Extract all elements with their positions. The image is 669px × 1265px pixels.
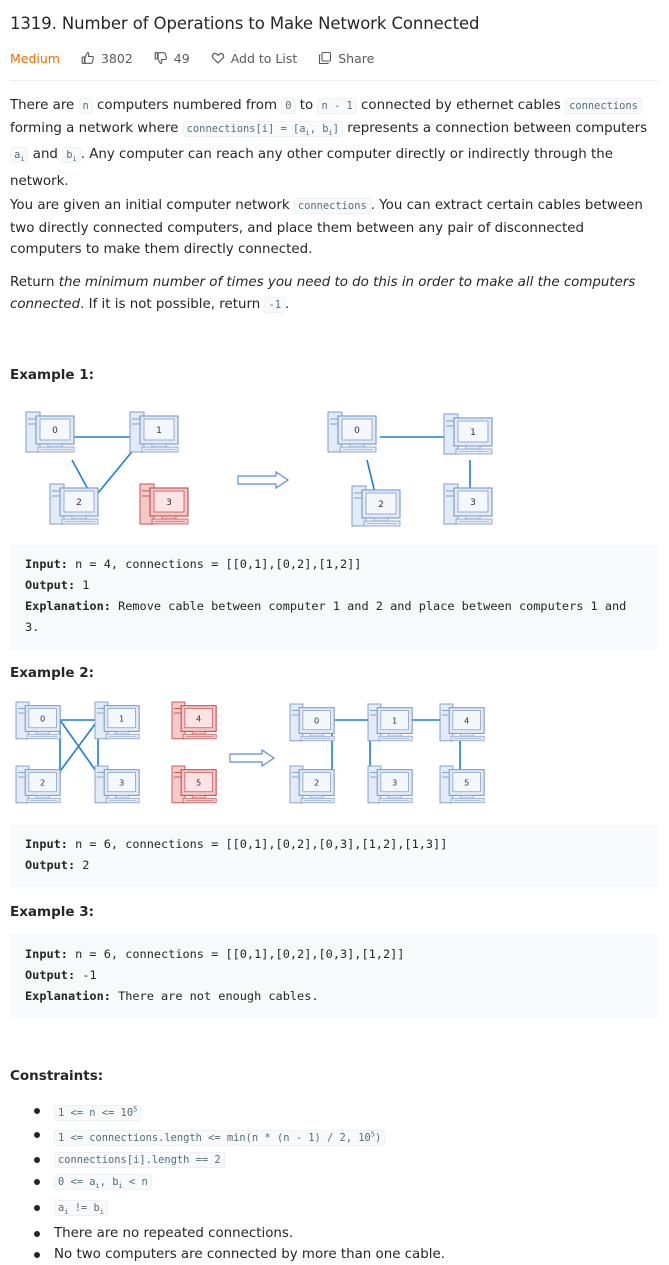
thumbs-up-icon [81, 51, 94, 64]
constraints-list: 1 <= n <= 105 1 <= connections.length <=… [10, 1100, 658, 1265]
constraint-item: connections[i].length == 2 [34, 1149, 658, 1171]
computer-label: 3 [392, 777, 397, 787]
cable-line [366, 459, 376, 494]
computer-label: 4 [196, 713, 201, 723]
computer-label: 3 [470, 498, 476, 508]
example-1-heading: Example 1: [10, 367, 95, 383]
cable-line [57, 719, 99, 775]
example-2-io-block: Input: n = 6, connections = [[0,1],[0,2]… [10, 825, 658, 887]
computer-icon: 1 [129, 411, 179, 453]
heart-icon [211, 52, 225, 64]
computer-label: 5 [464, 777, 469, 787]
constraint-item: 1 <= n <= 105 [34, 1100, 658, 1124]
computer-icon: 0 [25, 411, 75, 453]
constraint-item: There are no repeated connections. [34, 1223, 658, 1244]
add-to-list-button[interactable]: Add to List [211, 50, 298, 66]
computer-icon: 3 [94, 765, 140, 804]
arrow-icon [229, 748, 276, 768]
description-paragraph-2: You are given an initial computer networ… [10, 198, 643, 257]
computer-icon: 1 [94, 701, 140, 740]
computer-icon: 0 [327, 411, 377, 453]
constraint-item: No two computers are connected by more t… [34, 1244, 658, 1265]
problem-title: 1319. Number of Operations to Make Netwo… [10, 14, 480, 33]
computer-label: 1 [470, 428, 476, 438]
example-3-io-block: Input: n = 6, connections = [[0,1],[0,2]… [10, 935, 658, 1018]
cable-line [97, 447, 136, 494]
computer-label: 2 [40, 777, 45, 787]
constraint-item: 1 <= connections.length <= min(n * (n - … [34, 1124, 658, 1148]
computer-icon: 2 [289, 765, 335, 804]
computer-label: 2 [378, 500, 384, 510]
computer-icon: 0 [289, 703, 335, 742]
computer-label: 3 [166, 498, 172, 508]
computer-label: 1 [156, 426, 162, 436]
example-1-figure: 0 1 2 3 0 1 2 3 [25, 411, 493, 527]
computer-icon: 5 [171, 765, 217, 804]
thumbs-down-icon [154, 52, 167, 65]
computer-icon: 3 [139, 483, 189, 525]
computer-label: 1 [119, 713, 124, 723]
example-2-heading: Example 2: [10, 665, 95, 681]
description-paragraph-3: Return the minimum number of times you n… [10, 275, 636, 313]
dislike-count: 49 [173, 50, 190, 66]
add-to-list-label: Add to List [230, 50, 298, 66]
like-count: 3802 [100, 50, 133, 66]
computer-label: 2 [76, 498, 82, 508]
computer-label: 2 [314, 777, 319, 787]
example-1-io-block: Input: n = 4, connections = [[0,1],[0,2]… [10, 545, 658, 649]
computer-icon: 1 [443, 413, 493, 455]
computer-icon: 5 [439, 765, 485, 804]
arrow-icon [237, 470, 290, 490]
header-divider [10, 80, 658, 81]
computer-label: 1 [392, 715, 397, 725]
constraints-heading: Constraints: [10, 1068, 104, 1084]
constraint-item: ai != bi [34, 1197, 658, 1223]
share-label: Share [338, 50, 375, 66]
share-button[interactable]: Share [318, 51, 374, 66]
computer-icon: 4 [171, 701, 217, 740]
computer-label: 3 [119, 777, 124, 787]
example-3-heading: Example 3: [10, 904, 95, 920]
computer-icon: 2 [351, 485, 401, 527]
computer-icon: 4 [439, 703, 485, 742]
cable-line [59, 719, 99, 775]
computer-icon: 2 [49, 483, 99, 525]
share-icon [319, 51, 332, 65]
computer-label: 5 [196, 777, 201, 787]
description-paragraph-1: There are n computers numbered from 0 to… [10, 98, 648, 189]
computer-label: 0 [52, 426, 58, 436]
problem-meta-bar: Medium 3802 49 Add to List Share [10, 48, 658, 68]
constraint-item: 0 <= ai, bi < n [34, 1171, 658, 1197]
computer-label: 0 [354, 426, 360, 436]
computer-label: 4 [464, 715, 469, 725]
computer-icon: 2 [15, 765, 61, 804]
computer-icon: 0 [15, 701, 61, 740]
computer-label: 0 [314, 715, 319, 725]
computer-icon: 3 [367, 765, 413, 804]
dislike-button[interactable]: 49 [154, 51, 190, 66]
like-button[interactable]: 3802 [81, 51, 133, 66]
computer-label: 0 [40, 713, 45, 723]
difficulty-badge: Medium [10, 50, 60, 66]
computer-icon: 3 [443, 483, 493, 525]
example-2-figure: 0 1 4 2 3 5 0 1 4 2 3 5 [15, 701, 485, 804]
computer-icon: 1 [367, 703, 413, 742]
